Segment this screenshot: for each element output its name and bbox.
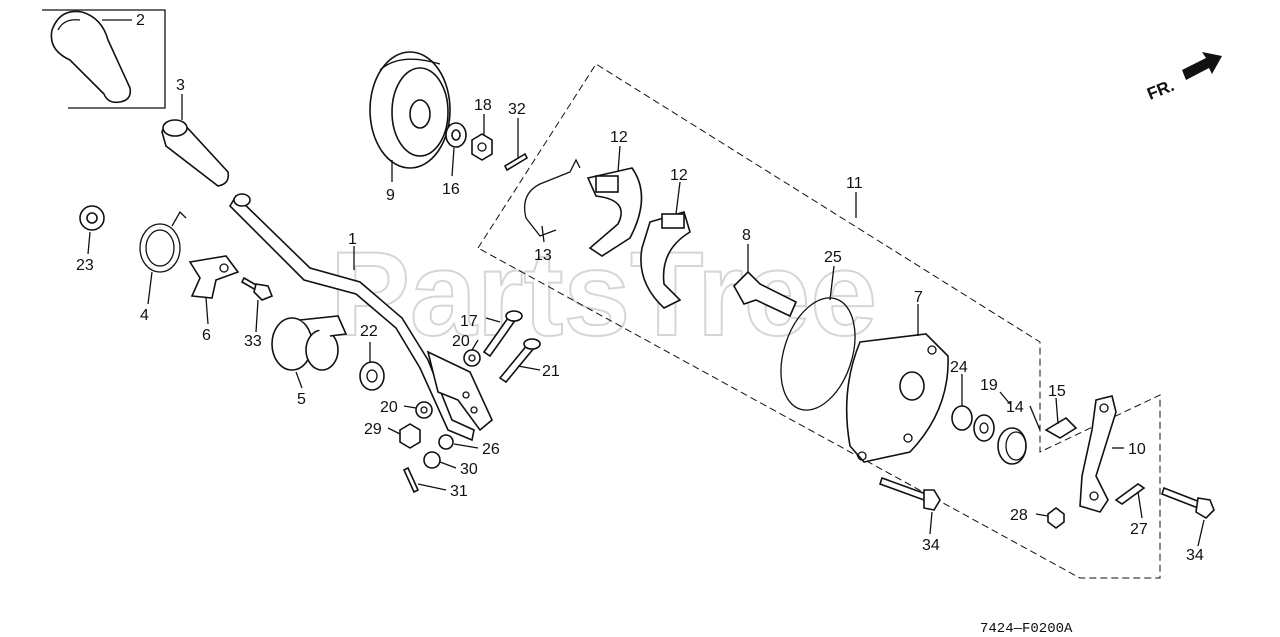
label-part-2: 2: [136, 12, 145, 29]
label-part-34-left: 34: [922, 537, 940, 554]
part-34-bolt-left: [878, 476, 941, 511]
part-28-nut: [1047, 507, 1065, 529]
part-30-washer: [423, 451, 441, 469]
part-5-holder: [271, 315, 348, 371]
part-31-cotter-pin: [402, 466, 420, 494]
part-33-bolt: [240, 276, 274, 301]
part-4-spring: [139, 210, 187, 273]
label-part-21: 21: [542, 363, 560, 380]
part-15-clip: [1044, 416, 1078, 439]
part-23-bushing: [79, 205, 105, 231]
part-21-pin: [498, 338, 541, 384]
part-24-bushing: [951, 405, 973, 431]
part-34-bolt-right: [1161, 486, 1215, 520]
label-part-32: 32: [508, 101, 526, 118]
part-26-washer: [438, 434, 454, 450]
label-part-13: 13: [534, 247, 552, 264]
label-part-18: 18: [474, 97, 492, 114]
part-7-brake-cover: [845, 333, 949, 463]
figure-code: 7424—F0200A: [980, 621, 1073, 637]
part-20-washer-lower: [415, 401, 433, 419]
part-29-nut: [399, 423, 421, 449]
label-part-28: 28: [1010, 507, 1028, 524]
part-25-o-ring: [780, 297, 856, 411]
label-part-33: 33: [244, 333, 262, 350]
label-part-15: 15: [1048, 383, 1066, 400]
label-part-24: 24: [950, 359, 968, 376]
label-part-3: 3: [176, 77, 185, 94]
part-9-pulley: [369, 51, 451, 169]
part-19-washer: [973, 414, 995, 442]
part-6-plate: [188, 255, 240, 299]
label-part-25: 25: [824, 249, 842, 266]
part-10-brake-arm: [1079, 395, 1117, 513]
label-part-12-lower: 12: [670, 167, 688, 184]
label-part-20-upper: 20: [452, 333, 470, 350]
part-labels: 1 2 3 4 5 6 7 8 9 10 11 12 12 13 14 15 1…: [76, 12, 1204, 564]
part-12-brake-shoe-upper: [586, 167, 643, 257]
part-22-bushing: [359, 361, 385, 391]
label-part-17: 17: [460, 313, 478, 330]
leader-lines: [87, 19, 1205, 547]
label-part-26: 26: [482, 441, 500, 458]
label-part-7: 7: [914, 289, 923, 306]
part-3-lever-tube: [161, 119, 230, 187]
direction-label: FR.: [1144, 76, 1177, 104]
part-18-nut: [471, 133, 493, 161]
part-1-shift-lever: [228, 193, 493, 442]
part-20-washer-upper: [463, 349, 481, 367]
front-direction-arrow: FR.: [1144, 52, 1222, 104]
part-13-spring-clip: [523, 158, 581, 237]
label-part-6: 6: [202, 327, 211, 344]
part-8-cam-shaft: [733, 270, 798, 318]
label-part-29: 29: [364, 421, 382, 438]
label-part-23: 23: [76, 257, 94, 274]
label-part-10: 10: [1128, 441, 1146, 458]
part-2-grip: [42, 9, 166, 109]
part-14-spring: [997, 427, 1027, 465]
label-part-19: 19: [980, 377, 998, 394]
label-part-8: 8: [742, 227, 751, 244]
label-part-34-right: 34: [1186, 547, 1204, 564]
label-part-20-lower: 20: [380, 399, 398, 416]
label-part-1: 1: [348, 231, 357, 248]
label-part-14: 14: [1006, 399, 1024, 416]
label-part-12-upper: 12: [610, 129, 628, 146]
label-part-4: 4: [140, 307, 149, 324]
part-16-washer: [445, 122, 467, 148]
label-part-11: 11: [846, 175, 863, 192]
part-27-bolt: [1114, 483, 1146, 505]
label-part-30: 30: [460, 461, 478, 478]
label-part-31: 31: [450, 483, 468, 500]
label-part-16: 16: [442, 181, 460, 198]
part-12-brake-shoe-lower: [640, 211, 691, 309]
label-part-22: 22: [360, 323, 378, 340]
part-17-pin: [482, 310, 523, 358]
label-part-9: 9: [386, 187, 395, 204]
label-part-27: 27: [1130, 521, 1148, 538]
label-part-5: 5: [297, 391, 306, 408]
part-32-cotter-pin: [503, 152, 529, 172]
